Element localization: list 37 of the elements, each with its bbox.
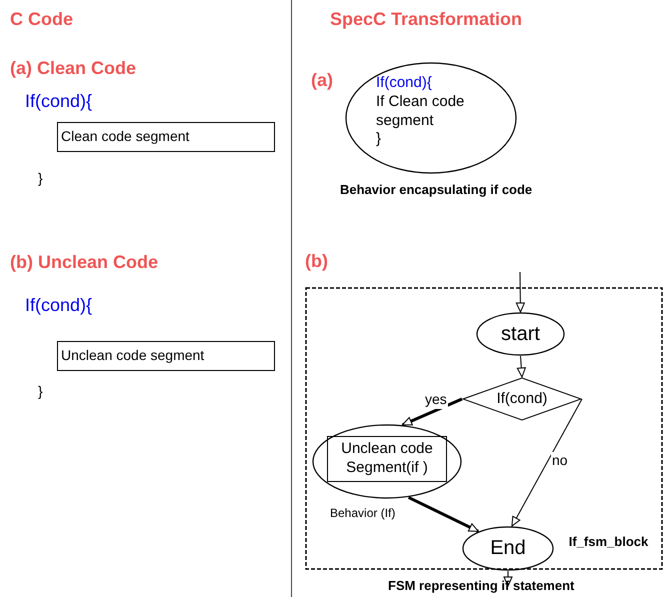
section-heading: (b) Unclean Code: [10, 251, 158, 274]
node-label: Behavior (If): [330, 506, 396, 521]
node-label: End: [490, 536, 526, 561]
decision-diamond: [462, 377, 582, 421]
node-label: start: [501, 322, 540, 346]
arrow: [516, 356, 526, 378]
state-ellipse: [476, 312, 565, 356]
section-heading: (b): [305, 250, 328, 272]
code-segment-box: [57, 341, 275, 371]
arrow: [408, 496, 479, 533]
code-line: }: [38, 170, 43, 188]
node-label: Behavior encapsulating if code: [340, 182, 532, 198]
behavior-ellipse: [312, 424, 462, 499]
state-ellipse: [462, 526, 554, 571]
code-segment-box: [57, 122, 275, 152]
code-line: If(cond){: [25, 294, 92, 316]
behavior-ellipse: [345, 62, 517, 174]
node-label: If(cond){: [376, 74, 433, 93]
section-heading: (a): [311, 69, 333, 92]
arrow: [504, 570, 512, 586]
node-label: Unclean code segment: [61, 347, 204, 365]
code-segment-box: [327, 436, 447, 482]
arrow: [511, 398, 582, 527]
arrow: [402, 398, 463, 426]
fsm-block-frame: [305, 287, 663, 570]
node-label: }: [376, 130, 382, 149]
section-heading: (a) Clean Code: [10, 57, 136, 80]
section-heading: SpecC Transformation: [330, 8, 522, 30]
node-label: Unclean code Segment(if ): [340, 440, 434, 478]
section-heading: C Code: [10, 8, 73, 30]
code-line: }: [38, 383, 43, 400]
node-label: If Clean code segment: [376, 92, 466, 130]
block-name: If_fsm_block: [568, 534, 650, 550]
code-line: If(cond){: [25, 90, 92, 112]
node-label: If(cond): [496, 390, 548, 408]
arrow: [516, 272, 525, 312]
node-label: Clean code segment: [61, 128, 190, 146]
